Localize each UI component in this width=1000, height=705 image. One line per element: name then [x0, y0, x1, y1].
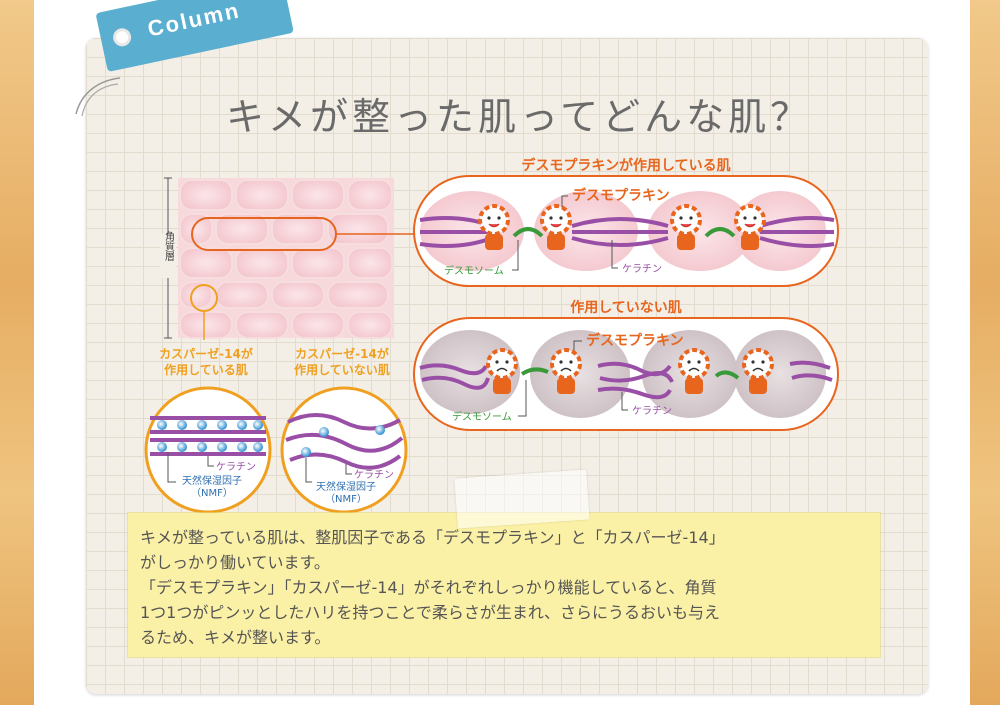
explanation-note: キメが整っている肌は、整肌因子である「デスモプラキン」と「カスパーゼ-14」 が… [128, 513, 880, 657]
casp-active-label-2: 作用している肌 [164, 362, 248, 377]
keratin-label-active: ケラチン [622, 263, 662, 275]
active-capsule [413, 175, 839, 287]
inactive-title: 作用していない肌 [570, 299, 682, 316]
stratum-label: 角質層 [163, 231, 175, 261]
note-line: るため、キメが整います。 [140, 628, 331, 647]
keratin-label-inactive: ケラチン [632, 405, 672, 417]
desmosome-label-inactive: デスモソーム [452, 410, 512, 423]
keratin-label-casp-active: ケラチン [216, 461, 256, 473]
nmf-label-inactive-1: 天然保湿因子 [316, 480, 376, 493]
active-title: デスモプラキンが作用している肌 [521, 157, 730, 174]
desmosome-label-active: デスモソーム [444, 264, 504, 277]
desmoplakin-label-inactive: デスモプラキン [586, 332, 684, 349]
leader-line [518, 380, 527, 417]
casp-inactive-label-1: カスパーゼ-14が [295, 346, 389, 361]
stratum-corneum-block [160, 177, 394, 339]
background-right-strip [970, 0, 1000, 705]
note-line: 1つ1つがピンッとしたハリを持つことで柔らさが生まれ、さらにうるおいも与え [140, 603, 721, 622]
leader-line [512, 240, 519, 271]
casp-active-label-1: カスパーゼ-14が [159, 346, 253, 361]
note-line: 「デスモプラキン」「カスパーゼ-14」がそれぞれしっかり機能していると、角質 [140, 578, 717, 597]
explanation-text: キメが整っている肌は、整肌因子である「デスモプラキン」と「カスパーゼ-14」 が… [140, 525, 870, 650]
desmoplakin-sad-characters [486, 348, 774, 394]
casp-inactive-label-2: 作用していない肌 [294, 362, 390, 377]
nmf-label-inactive-2: （NMF） [325, 493, 367, 505]
desmoplakin-happy-characters [478, 204, 766, 250]
tape-decoration [454, 469, 590, 529]
nmf-label-active-1: 天然保湿因子 [182, 474, 242, 487]
note-line: キメが整っている肌は、整肌因子である「デスモプラキン」と「カスパーゼ-14」 [140, 528, 725, 547]
leader-line [621, 392, 628, 411]
nmf-label-active-2: （NMF） [191, 487, 233, 499]
leader-line [611, 240, 618, 269]
desmoplakin-label-active: デスモプラキン [572, 187, 670, 204]
casp-inactive-circle [280, 386, 408, 514]
note-line: がしっかり働いています。 [140, 553, 330, 572]
keratin-label-casp-inactive: ケラチン [354, 469, 394, 481]
tag-string [75, 77, 121, 117]
page-title: キメが整った肌ってどんな肌？ [226, 95, 813, 139]
background-left-strip [0, 0, 40, 705]
casp-active-circle [144, 386, 272, 514]
